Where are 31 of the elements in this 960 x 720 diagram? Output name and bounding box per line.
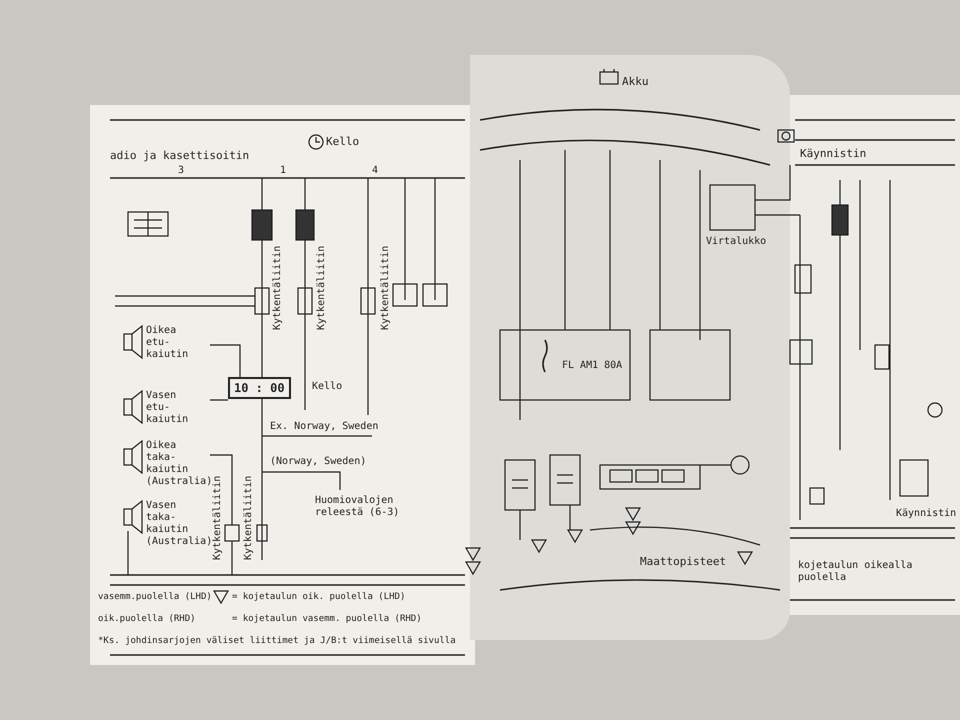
section-title: Käynnistin [800, 148, 866, 160]
section-title: Akku [622, 76, 648, 88]
component-label: Oikea etu-kaiutin [146, 325, 190, 361]
component-label: Vasen taka-kaiutin (Australia) [146, 500, 208, 547]
note-text: *Ks. johdinsarjojen väliset liittimet ja J/B:t viimeisellä sivulla [98, 635, 456, 647]
section-title: adio ja kasettisoitin [110, 150, 250, 162]
component-label: oik.puolella (RHD) [98, 613, 196, 625]
column-number: 1 [280, 165, 286, 177]
component-label: Käynnistin [896, 508, 956, 520]
component-label: = kojetaulun oik. puolella (LHD) [232, 591, 406, 603]
connector-label: Kytkentäliitin [272, 246, 284, 330]
section-title: Maattopisteet [640, 556, 726, 568]
component-label: FL AM1 80A [562, 360, 622, 372]
clock-display: 10 : 00 [228, 377, 291, 399]
column-number: 4 [372, 165, 378, 177]
column-number: 3 [178, 165, 184, 177]
component-label: Ex. Norway, Sweden [270, 421, 378, 433]
component-label: (Norway, Sweden) [270, 456, 366, 468]
connector-label: Kytkentäliitin [316, 246, 328, 330]
component-label: vasemm.puolella (LHD) [98, 591, 212, 603]
component-label: = kojetaulun vasemm. puolella (RHD) [232, 613, 422, 625]
connector-label: Kytkentäliitin [212, 476, 224, 560]
component-label: Virtalukko [706, 236, 766, 248]
component-label: Oikea taka-kaiutin (Australia) [146, 440, 208, 487]
component-label: Huomiovalojen releestä (6-3) [315, 495, 400, 519]
connector-label: Kytkentäliitin [243, 476, 255, 560]
connector-label: Kytkentäliitin [380, 246, 392, 330]
component-label: Vasen etu-kaiutin [146, 390, 190, 426]
component-label: Kello [312, 381, 342, 393]
section-title: Kello [326, 136, 360, 148]
component-label: kojetaulun oikealla puolella [798, 560, 914, 584]
